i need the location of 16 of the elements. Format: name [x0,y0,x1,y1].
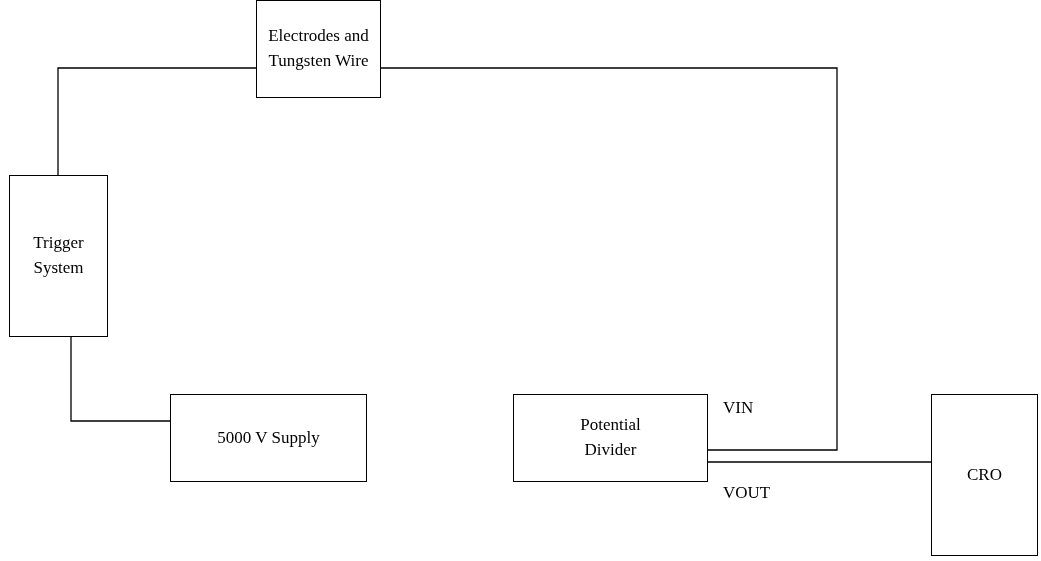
block-label: Electrodes and Tungsten Wire [267,25,370,72]
signal-label: VIN [723,398,754,418]
block-box [170,394,367,482]
wire [70,336,171,422]
block-box [931,394,1038,556]
block-box [256,0,381,98]
block-box [513,394,708,482]
block-box [9,175,108,337]
signal-label: VOUT [723,483,771,503]
block-label: Trigger System [32,232,85,279]
block-label: 5000 V Supply [217,426,320,449]
wire [380,67,838,451]
wire [707,461,932,463]
block-label: CRO [967,463,1002,486]
wire [57,67,257,176]
block-label: Potential Divider [579,414,642,461]
